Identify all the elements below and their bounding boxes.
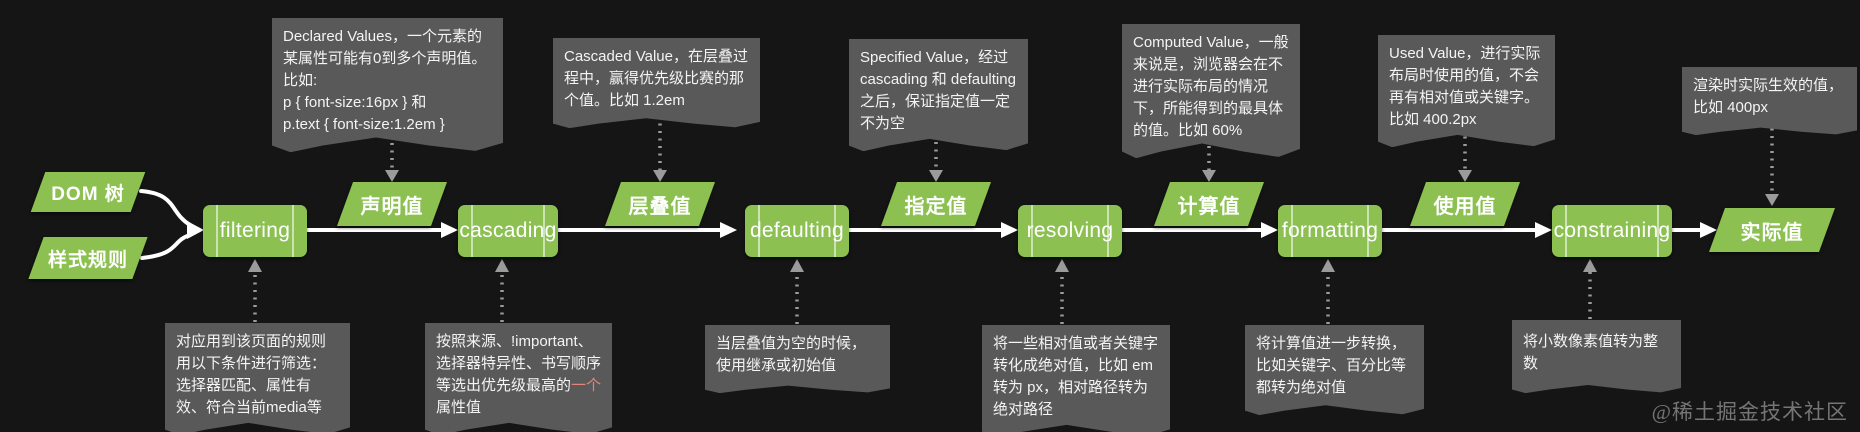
note-computed-value: Computed Value，一般来说是，浏览器会在不进行实际布局的情况下，所能… (1122, 24, 1300, 159)
note-formatting: 将计算值进一步转换，比如关键字、百分比等都转为绝对值 (1245, 325, 1424, 416)
process-label: cascading (459, 219, 557, 242)
process-label: constraining (1553, 219, 1671, 242)
note-cascading: 按照来源、!important、选择器特异性、书写顺序等选出优先级最高的一个属性… (425, 323, 612, 432)
note-defaulting: 当层叠值为空的时候，使用继承或初始值 (705, 325, 890, 394)
note-text: 将小数像素值转为整数 (1523, 333, 1659, 373)
value-node-declared: 声明值 (345, 182, 439, 226)
note-filtering: 对应用到该页面的规则用以下条件进行筛选：选择器匹配、属性有效、符合当前media… (165, 323, 350, 432)
note-text-highlight: 一个 (571, 377, 602, 395)
note-text: 对应用到该页面的规则用以下条件进行筛选：选择器匹配、属性有效、符合当前media… (176, 333, 327, 417)
process-formatting: formatting (1278, 205, 1382, 257)
note-cascaded-value: Cascaded Value，在层叠过程中，赢得优先级比赛的那个值。比如 1.2… (553, 38, 760, 129)
value-node-label: 使用值 (1433, 195, 1497, 218)
process-resolving: resolving (1018, 205, 1122, 257)
note-declared-values: Declared Values，一个元素的某属性可能有0到多个声明值。比如: p… (272, 18, 503, 153)
input-node-style-rules: 样式规则 (36, 237, 140, 279)
value-node-label: 指定值 (904, 195, 968, 218)
note-specified-value: Specified Value，经过 cascading 和 defaultin… (849, 39, 1028, 152)
note-actual-value: 渲染时实际生效的值，比如 400px (1682, 67, 1857, 136)
value-node-cascaded: 层叠值 (613, 182, 707, 226)
note-text: 将一些相对值或者关键字转化成绝对值，比如 em 转为 px，相对路径转为绝对路径 (993, 335, 1159, 419)
value-node-label: 声明值 (360, 195, 424, 218)
note-text: 当层叠值为空的时候，使用继承或初始值 (716, 335, 867, 375)
note-text: Cascaded Value，在层叠过程中，赢得优先级比赛的那个值。比如 1.2… (564, 48, 748, 110)
note-resolving: 将一些相对值或者关键字转化成绝对值，比如 em 转为 px，相对路径转为绝对路径 (982, 325, 1170, 432)
process-constraining: constraining (1552, 205, 1672, 257)
input-node-label: DOM 树 (51, 183, 125, 205)
process-defaulting: defaulting (745, 205, 849, 257)
process-filtering: filtering (203, 205, 307, 257)
process-label: filtering (219, 219, 291, 242)
note-text: Computed Value，一般来说是，浏览器会在不进行实际布局的情况下，所能… (1133, 34, 1289, 140)
input-node-dom-tree: DOM 树 (38, 172, 138, 212)
process-cascading: cascading (458, 205, 558, 257)
value-node-used: 使用值 (1418, 182, 1512, 226)
bottom-note-dotted-arrows (253, 271, 1592, 324)
value-node-label: 计算值 (1177, 195, 1241, 218)
value-node-label: 层叠值 (628, 195, 692, 218)
note-text: Used Value，进行实际布局时使用的值，不会再有相对值或关键字。比如 40… (1389, 45, 1541, 129)
value-node-specified: 指定值 (889, 182, 983, 226)
process-label: resolving (1026, 219, 1114, 242)
note-constraining: 将小数像素值转为整数 (1512, 320, 1681, 394)
note-text: 将计算值进一步转换，比如关键字、百分比等都转为绝对值 (1256, 335, 1407, 397)
input-arrowhead-icon (187, 221, 204, 239)
note-text: Specified Value，经过 cascading 和 defaultin… (860, 49, 1021, 133)
watermark: @稀土掘金技术社区 (1651, 400, 1848, 424)
bottom-note-arrowheads (248, 259, 1597, 272)
note-used-value: Used Value，进行实际布局时使用的值，不会再有相对值或关键字。比如 40… (1378, 35, 1555, 148)
value-node-actual: 实际值 (1717, 208, 1827, 252)
value-node-computed: 计算值 (1162, 182, 1256, 226)
input-connector-arrows (139, 189, 192, 260)
top-note-arrowheads (385, 170, 1779, 206)
process-label: formatting (1281, 219, 1379, 242)
value-node-label: 实际值 (1740, 221, 1804, 244)
note-text: 按照来源、!important、选择器特异性、书写顺序等选出优先级最高的 (436, 333, 602, 395)
note-text: Declared Values，一个元素的某属性可能有0到多个声明值。比如: p… (283, 28, 487, 134)
note-text: 渲染时实际生效的值，比如 400px (1693, 77, 1844, 117)
top-note-dotted-arrows (390, 112, 1774, 194)
note-text: 属性值 (436, 399, 482, 417)
input-node-label: 样式规则 (47, 249, 128, 271)
main-flow-arrowheads (441, 222, 1717, 238)
process-label: defaulting (749, 219, 845, 242)
